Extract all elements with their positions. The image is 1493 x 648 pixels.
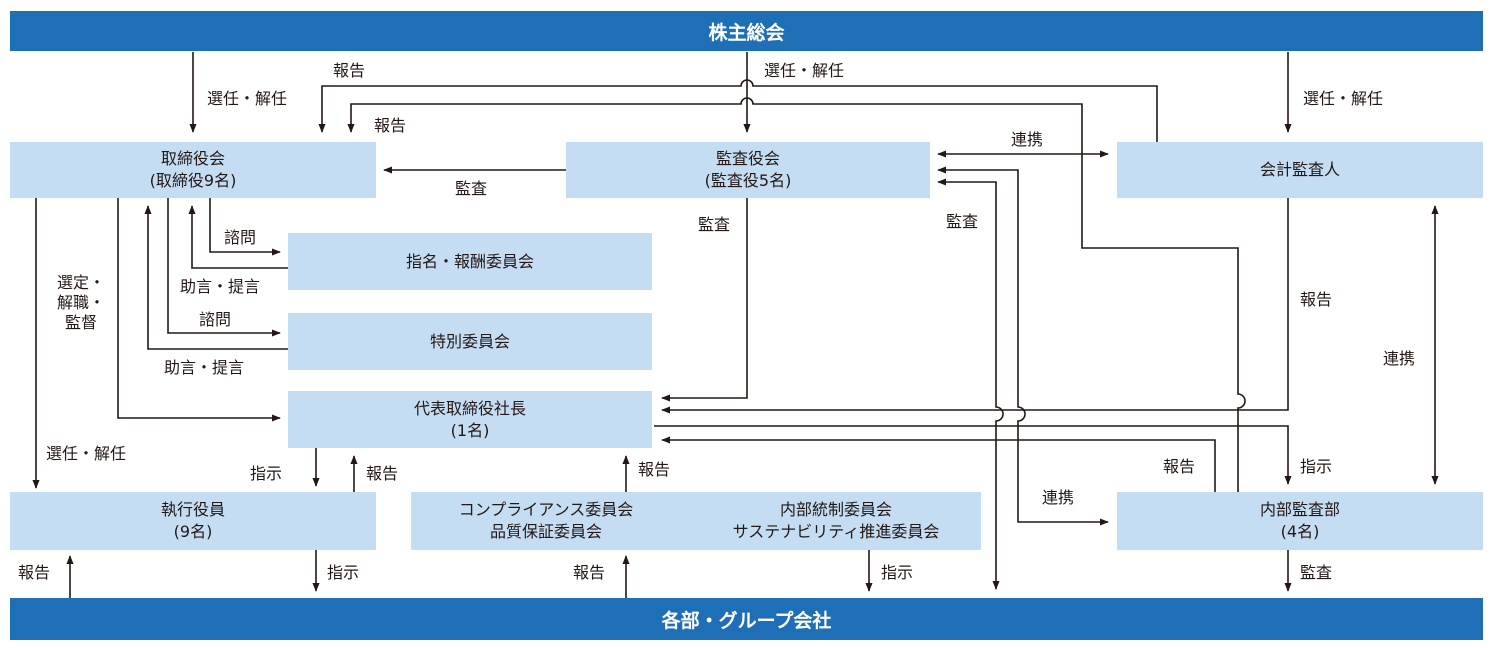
committees-left-group: コンプライアンス委員会 品質保証委員会 (411, 499, 681, 543)
label-elect-auditors: 選任・解任 (764, 61, 845, 80)
label-consult-nomination: 諮問 (224, 228, 257, 247)
internal-audit-title: 内部監査部 (1259, 500, 1340, 519)
label-elect-board: 選任・解任 (207, 89, 288, 108)
board-of-directors-box: 取締役会 (取締役9名) (10, 142, 376, 198)
shareholders-meeting-bar: 株主総会 (10, 11, 1483, 51)
label-report-accounting-president: 報告 (1300, 290, 1333, 309)
accounting-auditor-title: 会計監査人 (1259, 160, 1340, 179)
executive-officers-box: 執行役員 (9名) (10, 492, 376, 550)
label-audit-president: 監査 (698, 215, 731, 234)
label-audit-internal-group: 監査 (1300, 563, 1333, 582)
arrow-advice-nomination (188, 205, 288, 269)
sustainability-committee-label: サステナビリティ推進委員会 (732, 522, 940, 541)
label-report-committees: 報告 (638, 460, 671, 479)
quality-committee-label: 品質保証委員会 (489, 522, 602, 541)
label-report-accounting-top: 報告 (333, 61, 366, 80)
label-coop-auditors-accounting: 連携 (1011, 130, 1044, 149)
arrow-report-accounting-board (318, 79, 1158, 142)
compliance-committee-label: コンプライアンス委員会 (458, 500, 634, 519)
label-report-group-committees: 報告 (573, 563, 606, 582)
label-report-internal: 報告 (1163, 457, 1196, 476)
internal-audit-box: 内部監査部 (4名) (1117, 492, 1483, 550)
shareholders-meeting-label: 株主総会 (708, 21, 785, 44)
label-instruct-group-committees: 指示 (881, 563, 914, 582)
executive-officers-title: 執行役員 (160, 500, 225, 519)
arrow-consult-special (167, 198, 281, 337)
nomination-committee-title: 指名・報酬委員会 (405, 251, 534, 271)
group-companies-label: 各部・グループ会社 (661, 609, 832, 632)
label-advice-nomination: 助言・提言 (180, 277, 261, 296)
board-count: (取締役9名) (149, 171, 237, 190)
label-consult-special: 諮問 (199, 310, 232, 329)
audit-board-title: 監査役会 (715, 149, 780, 168)
arrow-board-president (117, 198, 281, 422)
arrow-instruct-internal (654, 425, 1292, 485)
label-select-dismiss-supervise: 選定・ 解職・ 監督 (56, 273, 105, 332)
president-box: 代表取締役社長 (1名) (288, 391, 652, 448)
arrow-report-internal-president (661, 436, 1216, 492)
executive-officers-count: (9名) (173, 522, 213, 541)
arrow-coop-auditors-internal (937, 166, 1109, 526)
label-instruct-internal: 指示 (1300, 457, 1333, 476)
group-companies-bar: 各部・グループ会社 (10, 598, 1483, 640)
label-report-auditors-top: 報告 (374, 116, 407, 135)
nomination-committee-box: 指名・報酬委員会 (288, 233, 652, 290)
label-audit-group: 監査 (946, 212, 979, 231)
label-report-officers: 報告 (366, 464, 399, 483)
board-title: 取締役会 (160, 149, 225, 168)
arrow-consult-nomination (209, 198, 281, 256)
accounting-auditor-box: 会計監査人 (1117, 142, 1483, 198)
special-committee-title: 特別委員会 (429, 331, 510, 351)
committees-right-group: 内部統制委員会 サステナビリティ推進委員会 (691, 499, 981, 543)
label-advice-special: 助言・提言 (164, 358, 245, 377)
internal-audit-count: (4名) (1280, 522, 1320, 541)
label-coop-auditors-internal: 連携 (1042, 488, 1075, 507)
committees-box: コンプライアンス委員会 品質保証委員会 内部統制委員会 サステナビリティ推進委員… (411, 492, 981, 550)
president-count: (1名) (450, 420, 490, 440)
label-instruct-group-officers: 指示 (327, 563, 360, 582)
label-elect-officers: 選任・解任 (46, 444, 127, 463)
label-elect-accounting: 選任・解任 (1303, 89, 1384, 108)
audit-board-box: 監査役会 (監査役5名) (566, 142, 930, 198)
internal-control-committee-label: 内部統制委員会 (779, 500, 892, 519)
label-report-group-officers: 報告 (18, 563, 51, 582)
audit-board-count: (監査役5名) (704, 171, 792, 190)
special-committee-box: 特別委員会 (288, 313, 652, 370)
label-instruct-officers: 指示 (250, 464, 283, 483)
president-title: 代表取締役社長 (413, 398, 526, 418)
arrow-audit-president (661, 198, 748, 402)
arrow-advice-special (144, 205, 288, 350)
arrow-report-accounting-president (661, 198, 1289, 414)
label-coop-accounting-internal: 連携 (1383, 349, 1416, 368)
label-audit-board: 監査 (455, 179, 488, 198)
